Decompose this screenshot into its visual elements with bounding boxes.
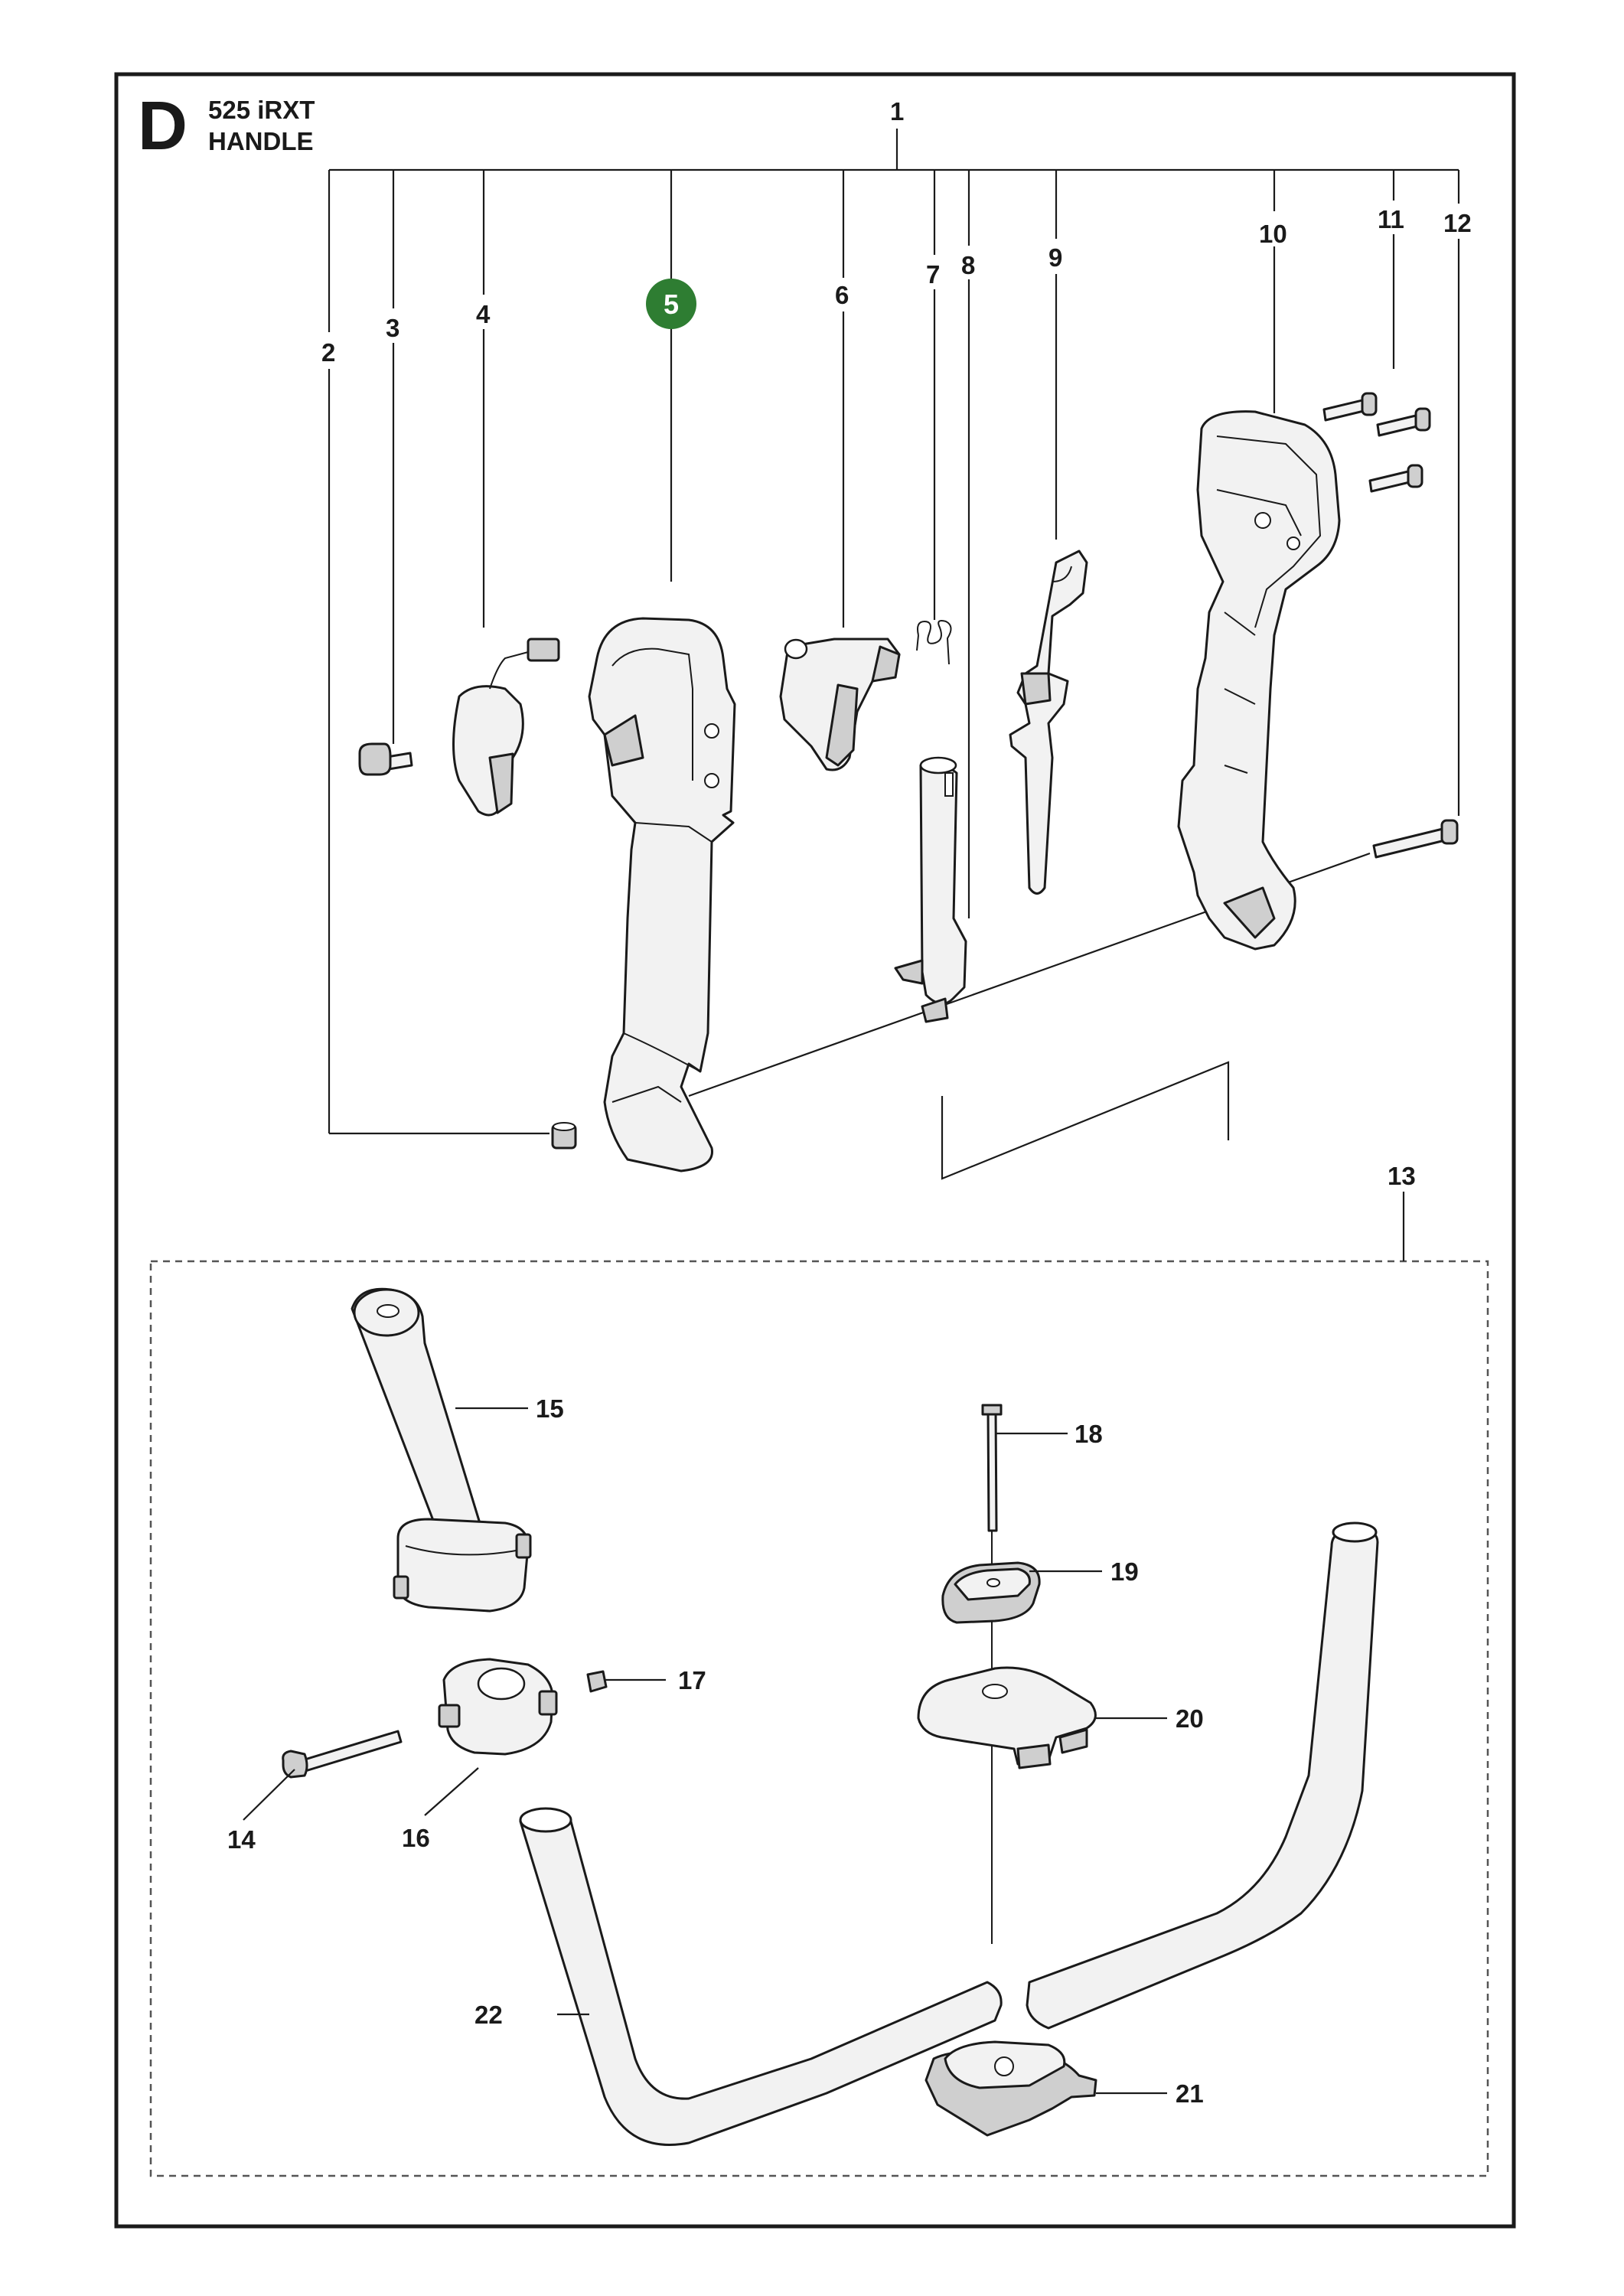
callout-22: 22 bbox=[474, 2001, 503, 2029]
part-2-nut bbox=[551, 1122, 577, 1150]
diagram-title: HANDLE bbox=[208, 127, 314, 155]
part-14-bolt bbox=[282, 1730, 403, 1779]
part-5-handle-half bbox=[588, 617, 736, 1172]
callout-15: 15 bbox=[536, 1394, 564, 1423]
page-frame bbox=[114, 72, 1516, 2229]
callout-9: 9 bbox=[1048, 243, 1062, 272]
callout-8: 8 bbox=[961, 251, 975, 279]
part-3-screw bbox=[358, 742, 413, 776]
part-11-screws bbox=[1322, 392, 1431, 493]
callout-10: 10 bbox=[1259, 220, 1287, 248]
callout-14: 14 bbox=[227, 1825, 256, 1854]
section-letter: D bbox=[138, 88, 188, 165]
part-9-lockout-lever bbox=[1009, 550, 1088, 895]
part-21-clamp bbox=[925, 2040, 1097, 2137]
part-17-nut bbox=[586, 1670, 608, 1693]
callout-1: 1 bbox=[890, 97, 904, 126]
callout-19: 19 bbox=[1110, 1557, 1139, 1586]
bracket-1-leaders bbox=[328, 129, 1460, 1180]
callout-17: 17 bbox=[678, 1666, 706, 1694]
part-4-switch bbox=[452, 638, 560, 817]
callout-7: 7 bbox=[926, 260, 940, 289]
callout-5-highlight: 5 bbox=[646, 279, 696, 329]
callout-13: 13 bbox=[1388, 1162, 1416, 1190]
part-7-spring bbox=[916, 620, 952, 665]
kit-leaders bbox=[243, 1407, 1167, 2095]
part-15-grip bbox=[351, 1287, 532, 1613]
kit-13-box bbox=[149, 1260, 1489, 2177]
callout-18: 18 bbox=[1075, 1420, 1103, 1448]
callout-5: 5 bbox=[664, 289, 679, 320]
callout-12: 12 bbox=[1443, 209, 1472, 237]
callout-11: 11 bbox=[1378, 205, 1404, 233]
callout-labels: 1 2 3 4 6 7 8 9 10 11 12 13 14 15 16 17 … bbox=[227, 97, 1472, 2108]
part-20-cover bbox=[917, 1666, 1097, 1769]
callout-20: 20 bbox=[1176, 1704, 1204, 1733]
part-22-loop-tube bbox=[519, 1521, 1379, 2146]
part-6-trigger bbox=[779, 638, 901, 771]
callout-16: 16 bbox=[402, 1824, 430, 1852]
part-12-screw bbox=[1372, 819, 1459, 859]
callout-2: 2 bbox=[321, 338, 335, 367]
callout-4: 4 bbox=[476, 300, 491, 328]
part-10-handle-half bbox=[1177, 410, 1341, 951]
part-8-tube bbox=[894, 756, 967, 1023]
callout-6: 6 bbox=[835, 281, 849, 309]
callout-3: 3 bbox=[386, 314, 399, 342]
model-name: 525 iRXT bbox=[208, 96, 315, 124]
part-19-clamp bbox=[941, 1561, 1041, 1624]
part-16-clamp bbox=[438, 1658, 558, 1756]
callout-21: 21 bbox=[1176, 2079, 1204, 2108]
